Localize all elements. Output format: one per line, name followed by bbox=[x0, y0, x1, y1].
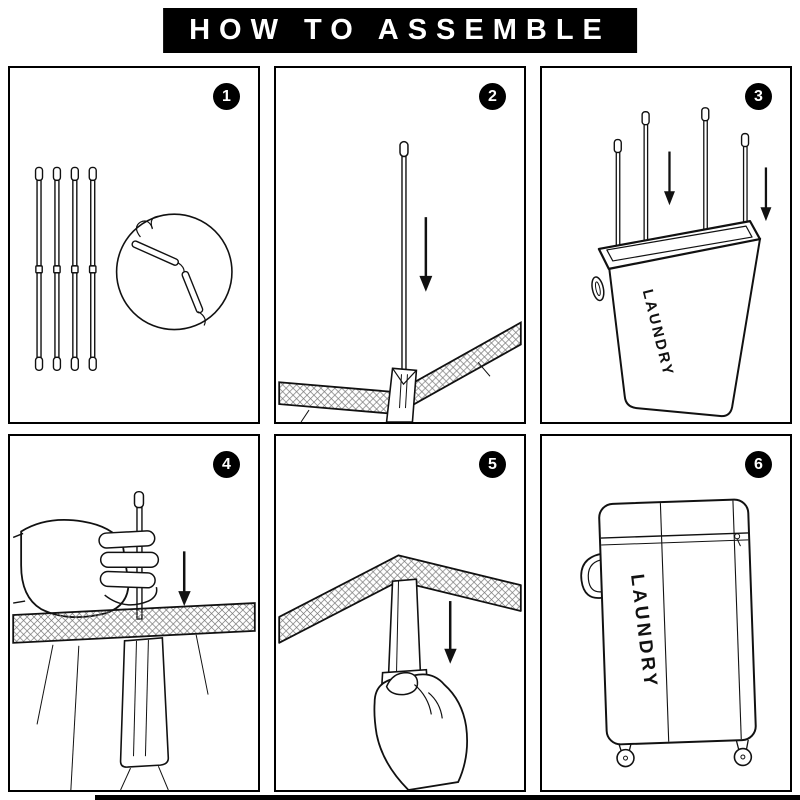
finished-hamper-illustration: LAUNDRY bbox=[580, 498, 757, 768]
step-number-badge: 1 bbox=[213, 83, 240, 110]
step-panel-1: 1 bbox=[8, 66, 260, 424]
fabric-band bbox=[12, 602, 256, 644]
step-panel-5: 5 bbox=[274, 434, 526, 792]
bottom-strip bbox=[95, 795, 800, 800]
step-number-badge: 5 bbox=[479, 451, 506, 478]
arrow-down-icon bbox=[178, 551, 191, 607]
title-banner: HOW TO ASSEMBLE bbox=[163, 8, 637, 53]
poles bbox=[613, 107, 750, 253]
hand bbox=[12, 519, 160, 619]
wheels bbox=[616, 739, 753, 768]
hand bbox=[373, 671, 469, 790]
step-number-badge: 6 bbox=[745, 451, 772, 478]
step-panel-3: 3 LAUN bbox=[540, 66, 792, 424]
arrow-down-icon bbox=[664, 151, 772, 222]
arrow-down-icon bbox=[419, 217, 433, 292]
handle-icon bbox=[580, 553, 603, 599]
hamper: LAUNDRY bbox=[580, 498, 757, 768]
poles-illustration bbox=[34, 166, 233, 371]
pole-set bbox=[34, 166, 97, 371]
step-number-badge: 3 bbox=[745, 83, 772, 110]
step-number-badge: 4 bbox=[213, 451, 240, 478]
basket-body bbox=[591, 220, 762, 418]
step-panel-2: 2 bbox=[274, 66, 526, 424]
step-panel-4: 4 bbox=[8, 434, 260, 792]
corner-sleeve bbox=[385, 367, 418, 422]
page-title: HOW TO ASSEMBLE bbox=[189, 14, 611, 46]
hand-insert-illustration bbox=[12, 490, 256, 790]
steps-grid: 1 bbox=[8, 66, 792, 792]
arrow-down-icon bbox=[444, 601, 457, 664]
step-number-badge: 2 bbox=[479, 83, 506, 110]
basket-poles-illustration: LAUNDRY bbox=[591, 107, 772, 418]
fabric-folds bbox=[36, 634, 209, 790]
sleeve bbox=[119, 637, 170, 768]
insert-pole-illustration bbox=[278, 140, 522, 422]
step-panel-6: 6 LAUNDRY bbox=[540, 434, 792, 792]
fabric-corner-band bbox=[278, 554, 522, 644]
strap-secure-illustration bbox=[278, 554, 522, 790]
pole bbox=[399, 140, 409, 374]
magnifier-detail bbox=[115, 213, 233, 331]
